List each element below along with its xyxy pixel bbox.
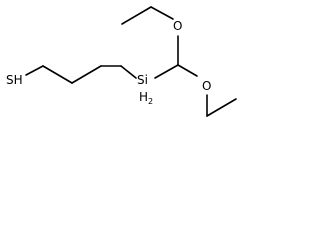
atom-silicon-label: Si — [137, 73, 148, 87]
bond-c4-si — [120, 65, 137, 79]
molecule-diagram: SH Si H 2 O O — [6, 6, 237, 117]
bond-ch2-ch3-top — [121, 6, 152, 25]
bond-c1-c2 — [42, 65, 73, 84]
atom-silicon-h-count: 2 — [148, 97, 153, 106]
bond-o-ch2-top — [150, 6, 174, 20]
atom-labels: SH Si H 2 O O — [6, 19, 211, 106]
atom-oxygen-bottom-label: O — [202, 79, 211, 93]
bond-ch2-ch3-bottom — [206, 98, 237, 117]
bond-c2-c3 — [71, 65, 102, 84]
bond-si-c — [154, 64, 179, 79]
bond-s-c1 — [25, 65, 44, 76]
skeleton-bonds — [25, 6, 237, 117]
atom-oxygen-top-label: O — [173, 19, 182, 33]
atom-thiol-label: SH — [6, 73, 23, 87]
atom-silicon-h-label: H — [139, 90, 148, 104]
bond-c-o-bottom — [177, 64, 198, 77]
